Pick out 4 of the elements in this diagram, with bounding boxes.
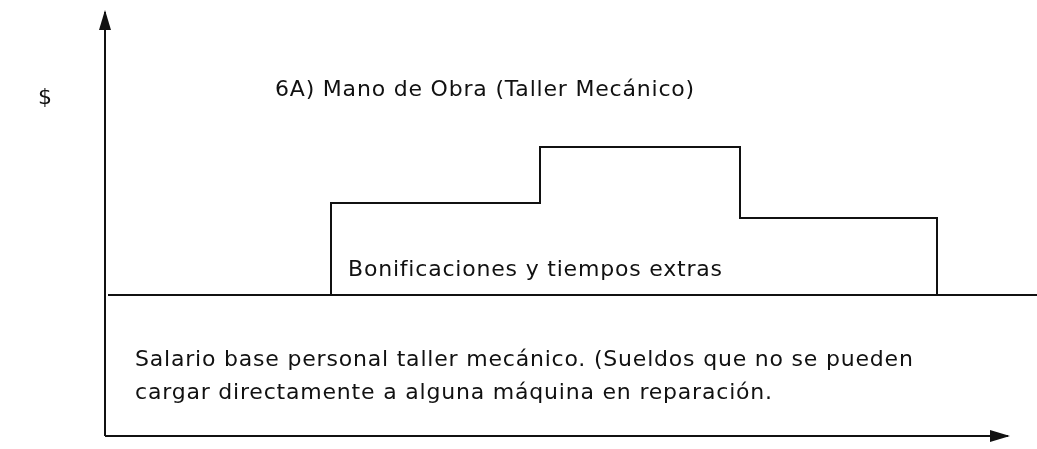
- axis-label: $: [38, 84, 53, 109]
- band-label: Salario base personal taller mecánico. (Sueldos que no se pueden cargar directamente a alguna máquina en reparación.: [135, 345, 915, 406]
- chart-title: 6A) Mano de Obra (Taller Mecánico): [275, 76, 695, 101]
- bar-label: Bonificaciones y tiempos extras: [348, 256, 723, 281]
